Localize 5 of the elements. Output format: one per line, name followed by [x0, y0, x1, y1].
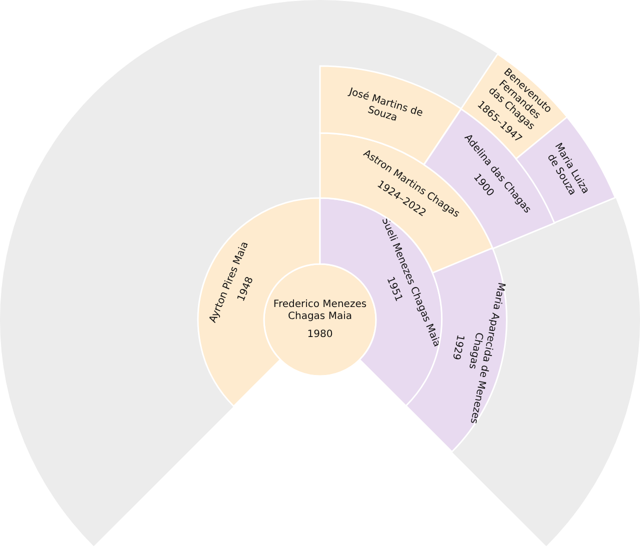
person-name: Frederico Menezes Chagas Maia [272, 299, 368, 323]
life-dates: 1948 [236, 275, 257, 306]
life-dates: 1980 [306, 329, 334, 341]
person-name: Maria Aparecida de Menezes Chagas [464, 280, 506, 426]
life-dates: 1929 [448, 332, 466, 363]
